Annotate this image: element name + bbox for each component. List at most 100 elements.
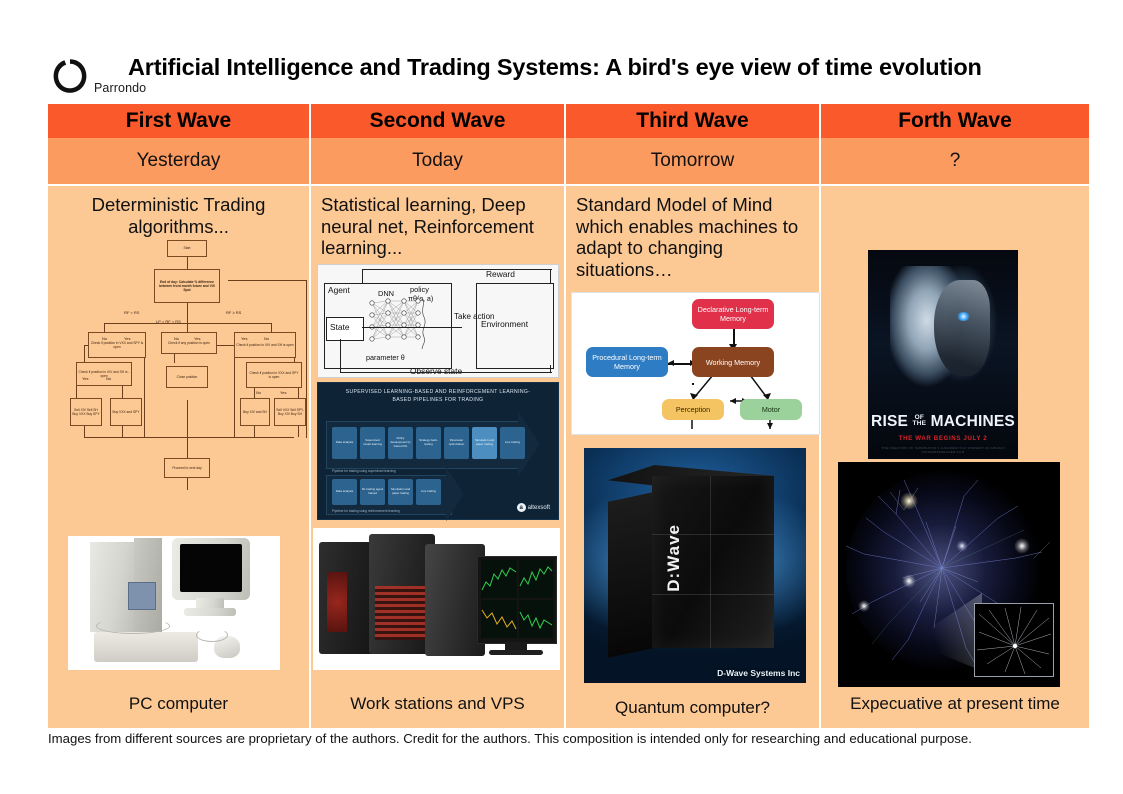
rise-of-the-machines-poster: RISE OF THE MACHINES THE WAR BEGINS JULY… bbox=[868, 250, 1018, 459]
wave-description-2: Statistical learning, Deep neural net, R… bbox=[321, 194, 534, 259]
flow-edge-mid-condition: LP > RF > RS bbox=[156, 319, 181, 324]
pipeline-reinforcement-caption: Pipeline for trading using reinforcement… bbox=[332, 509, 400, 513]
parrondo-logo-icon bbox=[53, 59, 87, 93]
network-node-bright bbox=[956, 540, 968, 552]
dwave-cube-side bbox=[608, 492, 654, 658]
flow-edge-no-4: No bbox=[106, 376, 112, 381]
poster-title: RISE OF THE MACHINES bbox=[868, 412, 1018, 430]
wave-period-3: Tomorrow bbox=[566, 138, 819, 186]
rl-state-box bbox=[326, 317, 364, 341]
mind-procedural-memory: Procedural Long-term Memory bbox=[586, 347, 668, 377]
flow-edge-no-1: No bbox=[102, 336, 108, 341]
dwave-brand-label: D:Wave bbox=[664, 524, 683, 592]
flow-node-check-right: Check if position in XIV and SH is open bbox=[234, 332, 296, 358]
rl-policy-function: πθ(s, a) bbox=[408, 294, 434, 303]
chart-pane bbox=[481, 600, 517, 638]
flow-node-close: Close position bbox=[166, 366, 208, 388]
flow-node-action-c: Buy XIV and SH bbox=[240, 398, 270, 426]
rl-state-label: State bbox=[330, 322, 350, 332]
wave-period-2: Today bbox=[311, 138, 564, 186]
wave-description-4 bbox=[821, 186, 1089, 194]
rl-observe-state-label: Observe state bbox=[410, 366, 463, 376]
flow-node-check-left-2: Check if position in XIV and SH is -open bbox=[76, 362, 132, 386]
network-node-bright bbox=[900, 492, 918, 510]
network-node-bright bbox=[902, 574, 916, 588]
flow-node-check-mid: Check if any position is open bbox=[161, 332, 217, 354]
flow-node-check-right-2: Check if position in VXX and SPY is open bbox=[246, 362, 302, 388]
wave-caption-3: Quantum computer? bbox=[615, 698, 770, 717]
wave-period-4: ? bbox=[821, 138, 1089, 186]
flow-edge-yes-3: Yes bbox=[241, 336, 248, 341]
reinforcement-learning-diagram: Agent State DNN policy πθ(s, a) paramete… bbox=[317, 264, 559, 378]
flow-edge-left-condition: RF < RS bbox=[124, 310, 140, 315]
workstation-case-left-window bbox=[327, 572, 347, 632]
wave-header-4: Forth Wave bbox=[821, 104, 1089, 138]
workstation-photo bbox=[313, 528, 560, 670]
pipeline-step: Data analysis bbox=[332, 427, 357, 459]
monitor-base bbox=[489, 650, 543, 655]
rl-environment-label: Environment bbox=[481, 319, 529, 329]
flow-edge-yes-1: Yes bbox=[124, 336, 131, 341]
pipeline-step: Policy development by trained ML bbox=[388, 427, 413, 459]
mouse-cable bbox=[196, 628, 228, 642]
pipeline-reinforcement-arrowhead bbox=[446, 467, 464, 521]
dwave-quantum-computer-photo: D:Wave D-Wave Systems Inc bbox=[584, 448, 806, 683]
flow-edge-yes-4: Yes bbox=[82, 376, 89, 381]
mind-declarative-memory: Declarative Long-term Memory bbox=[692, 299, 774, 329]
trading-pipeline-banner: SUPERVISED LEARNING-BASED AND REINFORCEM… bbox=[317, 382, 559, 521]
mind-motor: Motor bbox=[740, 399, 802, 420]
page-title: Artificial Intelligence and Trading Syst… bbox=[128, 54, 982, 80]
pipeline-brand-label: altexsoft bbox=[527, 504, 550, 511]
mind-perception: Perception bbox=[662, 399, 724, 420]
pipeline-step: RL trading agent trained bbox=[360, 479, 385, 505]
rl-agent-label: Agent bbox=[328, 285, 350, 295]
rl-parameter-label: parameter θ bbox=[366, 353, 405, 362]
rl-environment-box bbox=[476, 283, 554, 369]
poster-eye-glow bbox=[956, 312, 971, 321]
rl-policy-label: policy bbox=[410, 285, 429, 294]
poster-title-rise: RISE bbox=[871, 412, 909, 430]
rl-take-action-label-1: Take action bbox=[454, 312, 495, 321]
wave-period-1: Yesterday bbox=[48, 138, 309, 186]
pipeline-step: Data analysis bbox=[332, 479, 357, 505]
poster-credits: THE CREATORS OF TERMINATOR 2 JUDGMENT DA… bbox=[881, 446, 1005, 454]
wave-header-2: Second Wave bbox=[311, 104, 564, 138]
pipeline-step: Strategy back-testing bbox=[416, 427, 441, 459]
flow-node-start: Start bbox=[167, 240, 207, 257]
network-node-bright bbox=[858, 600, 870, 612]
keyboard bbox=[94, 632, 198, 662]
pc-tower-badge bbox=[128, 582, 156, 610]
chart-pane bbox=[519, 600, 553, 638]
rl-reward-label: Reward bbox=[486, 269, 515, 279]
pipeline-brand: a altexsoft bbox=[516, 503, 550, 512]
page-header: Parrondo Artificial Intelligence and Tra… bbox=[48, 52, 1083, 98]
monitor-stand bbox=[505, 642, 527, 652]
flow-node-next-day: Proceed to next day bbox=[164, 458, 210, 478]
flow-edge-yes-5: Yes bbox=[280, 390, 287, 395]
poster-title-of-the: OF THE bbox=[913, 414, 927, 428]
dwave-cube-front: D:Wave bbox=[652, 476, 774, 648]
flow-node-action-b: Buy VXX and SPY bbox=[110, 398, 142, 426]
poster-endoskeleton-half bbox=[934, 280, 990, 376]
mind-working-memory: Working Memory bbox=[692, 347, 774, 377]
pipeline-brand-mark-icon: a bbox=[516, 503, 526, 512]
standard-model-of-mind-diagram: Declarative Long-term Memory Procedural … bbox=[571, 292, 820, 435]
chart-pane bbox=[519, 560, 553, 598]
keyboard-cable bbox=[96, 618, 170, 634]
workstation-case-mid-grill bbox=[375, 586, 429, 640]
poster-tagline: THE WAR BEGINS JULY 2 bbox=[898, 435, 988, 442]
wave-caption-2: Work stations and VPS bbox=[350, 694, 525, 713]
pipeline-step: Simulation and paper trading bbox=[388, 479, 413, 505]
flow-edge-no-3: No bbox=[264, 336, 270, 341]
wave-description-3: Standard Model of Mind which enables mac… bbox=[576, 194, 799, 280]
crt-monitor-neck bbox=[196, 598, 224, 610]
flow-node-check-left: Check if position in VXX and SPY is open bbox=[88, 332, 146, 358]
flow-edge-no-2: No bbox=[174, 336, 180, 341]
wave-caption-4: Expecuative at present time bbox=[850, 694, 1060, 713]
mouse bbox=[214, 636, 240, 658]
wave-header-1: First Wave bbox=[48, 104, 309, 138]
flow-node-action-a: Sell XIV Sell SH Buy VXX Buy SPY bbox=[70, 398, 102, 426]
wave-caption-1: PC computer bbox=[128, 694, 229, 713]
rl-neural-network-icon bbox=[369, 296, 426, 350]
flow-edge-yes-2: Yes bbox=[194, 336, 201, 341]
